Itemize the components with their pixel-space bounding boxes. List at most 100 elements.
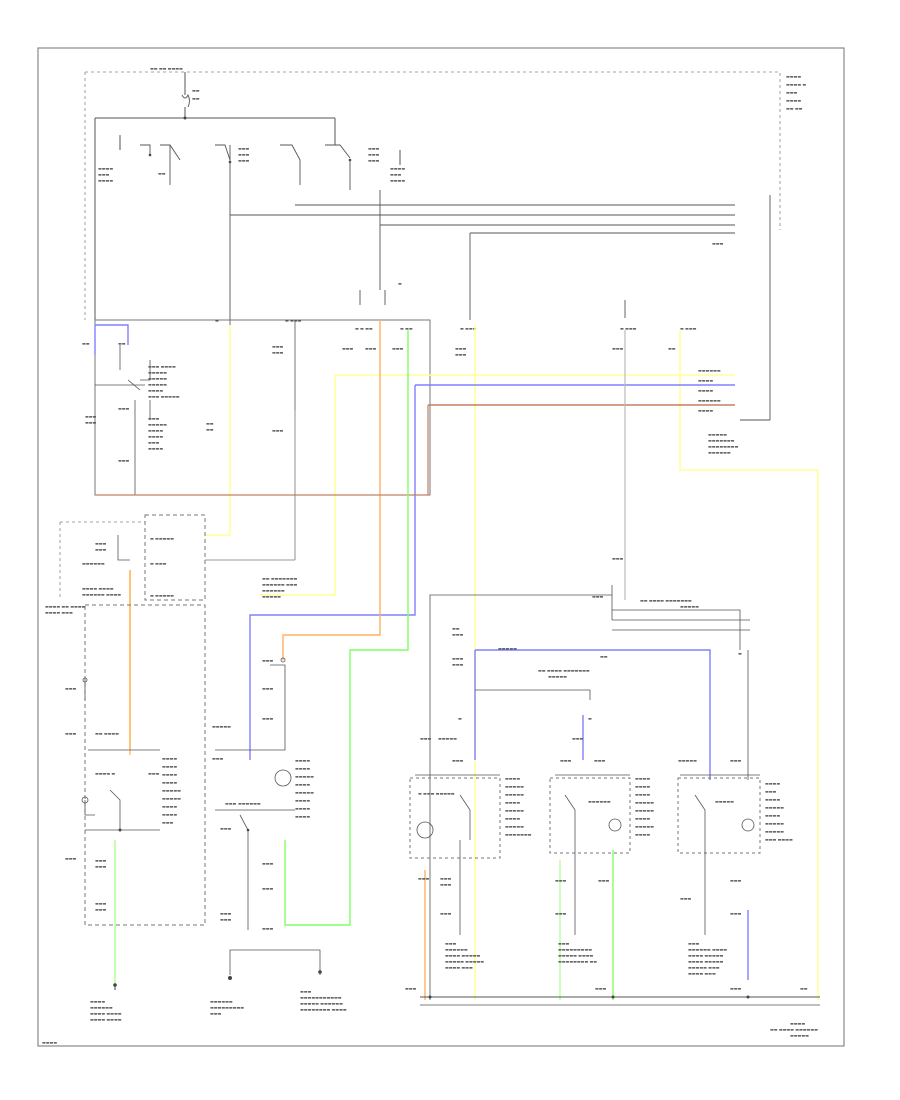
svg-text:▬▬▬▬: ▬▬▬▬ (162, 756, 177, 761)
svg-text:▬▬▬: ▬▬▬ (558, 941, 570, 946)
svg-text:▬▬▬▬: ▬▬▬▬ (295, 814, 310, 819)
svg-text:▬▬▬▬: ▬▬▬▬ (148, 434, 163, 439)
svg-text:▬▬▬: ▬▬▬ (420, 736, 432, 741)
wire-blue-3 (475, 649, 711, 780)
svg-text:▬▬▬▬: ▬▬▬▬ (162, 764, 177, 769)
svg-text:▬▬: ▬▬ (800, 986, 808, 991)
svg-text:▬▬▬▬▬▬: ▬▬▬▬▬▬ (708, 450, 731, 455)
svg-text:▬▬▬▬▬: ▬▬▬▬▬ (635, 808, 654, 813)
svg-text:▬▬▬▬▬: ▬▬▬▬▬ (678, 758, 697, 763)
svg-text:▬▬▬: ▬▬▬ (220, 826, 232, 831)
svg-text:▬▬▬▬: ▬▬▬▬ (148, 446, 163, 451)
svg-text:▬▬▬: ▬▬▬ (262, 686, 274, 691)
svg-text:▬▬▬▬▬▬: ▬▬▬▬▬▬ (698, 398, 721, 403)
svg-text:▬▬▬▬: ▬▬▬▬ (635, 832, 650, 837)
svg-text:▬▬▬▬▬: ▬▬▬▬▬ (148, 370, 167, 375)
svg-text:▬▬▬▬: ▬▬▬▬ (698, 408, 713, 413)
svg-text:▬ ▬▬▬: ▬ ▬▬▬ (620, 326, 637, 331)
svg-text:▬▬▬: ▬▬▬ (418, 876, 430, 881)
svg-text:▬▬▬: ▬▬▬ (595, 986, 607, 991)
svg-text:▬▬: ▬▬ (452, 626, 460, 631)
svg-text:▬▬▬▬ ▬: ▬▬▬▬ ▬ (95, 771, 115, 776)
svg-text:▬▬▬: ▬▬▬ (365, 346, 377, 351)
svg-text:▬: ▬ (215, 318, 219, 323)
svg-text:▬▬▬▬▬: ▬▬▬▬▬ (162, 796, 181, 801)
svg-text:▬▬▬▬▬: ▬▬▬▬▬ (212, 724, 231, 729)
module-pin-label: ▬▬ (82, 341, 90, 346)
svg-text:▬▬▬: ▬▬▬ (680, 896, 692, 901)
svg-text:▬▬▬▬: ▬▬▬▬ (390, 166, 405, 171)
svg-text:▬▬▬▬▬: ▬▬▬▬▬ (295, 790, 314, 795)
svg-text:▬▬▬: ▬▬▬ (452, 662, 464, 667)
svg-text:▬▬▬▬▬: ▬▬▬▬▬ (505, 808, 524, 813)
wire-blue-module (94, 324, 129, 355)
svg-text:▬▬▬: ▬▬▬ (95, 901, 107, 906)
svg-text:▬▬▬ ▬▬▬▬▬: ▬▬▬ ▬▬▬▬▬ (148, 394, 180, 399)
svg-text:▬▬▬: ▬▬▬ (95, 858, 107, 863)
svg-text:▬▬▬▬: ▬▬▬▬ (635, 792, 650, 797)
svg-text:▬▬▬▬: ▬▬▬▬ (98, 178, 113, 183)
svg-text:▬▬▬▬▬▬: ▬▬▬▬▬▬ (82, 561, 105, 566)
svg-text:▬▬: ▬▬ (668, 346, 676, 351)
svg-text:▬▬▬: ▬▬▬ (262, 658, 274, 663)
footnote-mark: ▬▬▬▬ (42, 1040, 57, 1045)
svg-text:▬▬▬▬▬: ▬▬▬▬▬ (505, 792, 524, 797)
diagram-border (37, 47, 845, 1047)
svg-text:▬▬▬: ▬▬▬ (455, 352, 467, 357)
svg-text:▬▬▬▬▬▬ ▬▬▬: ▬▬▬▬▬▬ ▬▬▬ (262, 582, 298, 587)
svg-text:▬▬▬: ▬▬▬ (612, 556, 624, 561)
svg-text:▬▬ ▬▬▬▬ ▬▬▬▬▬▬: ▬▬ ▬▬▬▬ ▬▬▬▬▬▬ (770, 1027, 818, 1032)
svg-text:▬▬▬: ▬▬▬ (118, 406, 130, 411)
svg-text:▬▬▬: ▬▬▬ (392, 346, 404, 351)
svg-text:▬▬▬: ▬▬▬ (555, 911, 567, 916)
svg-text:▬▬▬: ▬▬▬ (765, 789, 777, 794)
svg-text:▬▬▬: ▬▬▬ (65, 731, 77, 736)
svg-text:▬▬▬: ▬▬▬ (440, 882, 452, 887)
wire-green-1 (284, 330, 409, 926)
svg-text:▬▬▬: ▬▬▬ (272, 428, 284, 433)
svg-text:▬▬▬▬: ▬▬▬▬ (148, 388, 163, 393)
svg-text:▬▬▬: ▬▬▬ (220, 911, 232, 916)
svg-text:▬▬▬▬: ▬▬▬▬ (90, 999, 105, 1004)
svg-text:▬▬▬: ▬▬▬ (262, 886, 274, 891)
ground-left: ▬▬▬▬ ▬▬▬▬▬▬ ▬▬▬▬ ▬▬▬▬ ▬▬▬▬ ▬▬▬▬ (90, 983, 122, 1022)
svg-text:▬▬▬▬: ▬▬▬▬ (295, 782, 310, 787)
svg-text:▬▬▬▬▬▬: ▬▬▬▬▬▬ (238, 801, 261, 806)
svg-text:▬ ▬▬▬ ▬▬▬▬▬: ▬ ▬▬▬ ▬▬▬▬▬ (418, 791, 455, 796)
svg-text:▬▬▬: ▬▬▬ (390, 172, 402, 177)
svg-text:▬▬▬: ▬▬▬ (730, 986, 742, 991)
svg-text:▬▬▬▬▬: ▬▬▬▬▬ (548, 674, 567, 679)
svg-text:▬▬: ▬▬ (600, 654, 608, 659)
svg-text:▬▬▬▬: ▬▬▬▬ (162, 804, 177, 809)
svg-text:▬▬▬▬ ▬▬▬: ▬▬▬▬ ▬▬▬ (445, 965, 473, 970)
svg-text:▬▬▬▬ ▬▬▬▬▬: ▬▬▬▬ ▬▬▬▬▬ (445, 953, 481, 958)
svg-text:▬▬▬▬▬ ▬▬▬▬▬: ▬▬▬▬▬ ▬▬▬▬▬ (445, 959, 484, 964)
right-module-labels: ▬▬▬▬▬▬ ▬▬▬▬ ▬▬▬▬ ▬▬▬▬▬▬ ▬▬▬▬ ▬▬▬▬▬ ▬▬▬▬▬… (698, 368, 738, 455)
svg-text:▬▬▬: ▬▬▬ (572, 736, 584, 741)
svg-text:▬▬▬: ▬▬▬ (452, 632, 464, 637)
svg-text:▬▬▬: ▬▬▬ (238, 146, 250, 151)
svg-text:▬: ▬ (398, 281, 402, 286)
wire-yellow-3 (260, 375, 336, 596)
svg-text:▬▬▬▬: ▬▬▬▬ (635, 816, 650, 821)
svg-text:▬▬▬▬▬: ▬▬▬▬▬ (438, 736, 457, 741)
svg-text:▬▬▬▬▬▬ ▬▬▬▬: ▬▬▬▬▬▬ ▬▬▬▬ (82, 592, 121, 597)
svg-text:▬: ▬ (588, 716, 592, 721)
svg-text:▬▬▬▬: ▬▬▬▬ (698, 388, 713, 393)
svg-text:▬▬▬▬▬▬: ▬▬▬▬▬▬ (90, 1005, 113, 1010)
svg-text:▬▬▬: ▬▬▬ (555, 878, 567, 883)
svg-text:▬ ▬▬▬: ▬ ▬▬▬ (460, 326, 477, 331)
svg-text:▬▬▬▬: ▬▬▬▬ (765, 797, 780, 802)
svg-text:▬ ▬▬▬: ▬ ▬▬▬ (285, 318, 302, 323)
relay-box-label-3: ▬▬▬ (786, 90, 798, 95)
relay-box-label: ▬▬▬▬ (786, 74, 801, 79)
svg-text:▬▬▬▬▬: ▬▬▬▬▬ (635, 824, 654, 829)
svg-text:▬▬▬▬: ▬▬▬▬ (295, 758, 310, 763)
svg-text:▬▬▬: ▬▬▬ (95, 864, 107, 869)
fuse-box-label: ▬▬ ▬▬ ▬▬▬▬ (150, 66, 183, 71)
door-switch-group-top: ▬▬▬▬ ▬▬▬ ▬▬▬▬ ▬▬ ▬▬▬ ▬▬▬ ▬▬▬ ▬▬▬ ▬▬▬ ▬▬▬… (98, 135, 405, 190)
relay-box-label-4: ▬▬▬▬ (786, 98, 801, 103)
svg-text:▬▬▬▬: ▬▬▬▬ (505, 816, 520, 821)
svg-text:▬▬▬▬▬ ▬▬▬▬: ▬▬▬▬▬ ▬▬▬▬ (558, 953, 594, 958)
svg-text:▬▬▬▬: ▬▬▬▬ (390, 178, 405, 183)
